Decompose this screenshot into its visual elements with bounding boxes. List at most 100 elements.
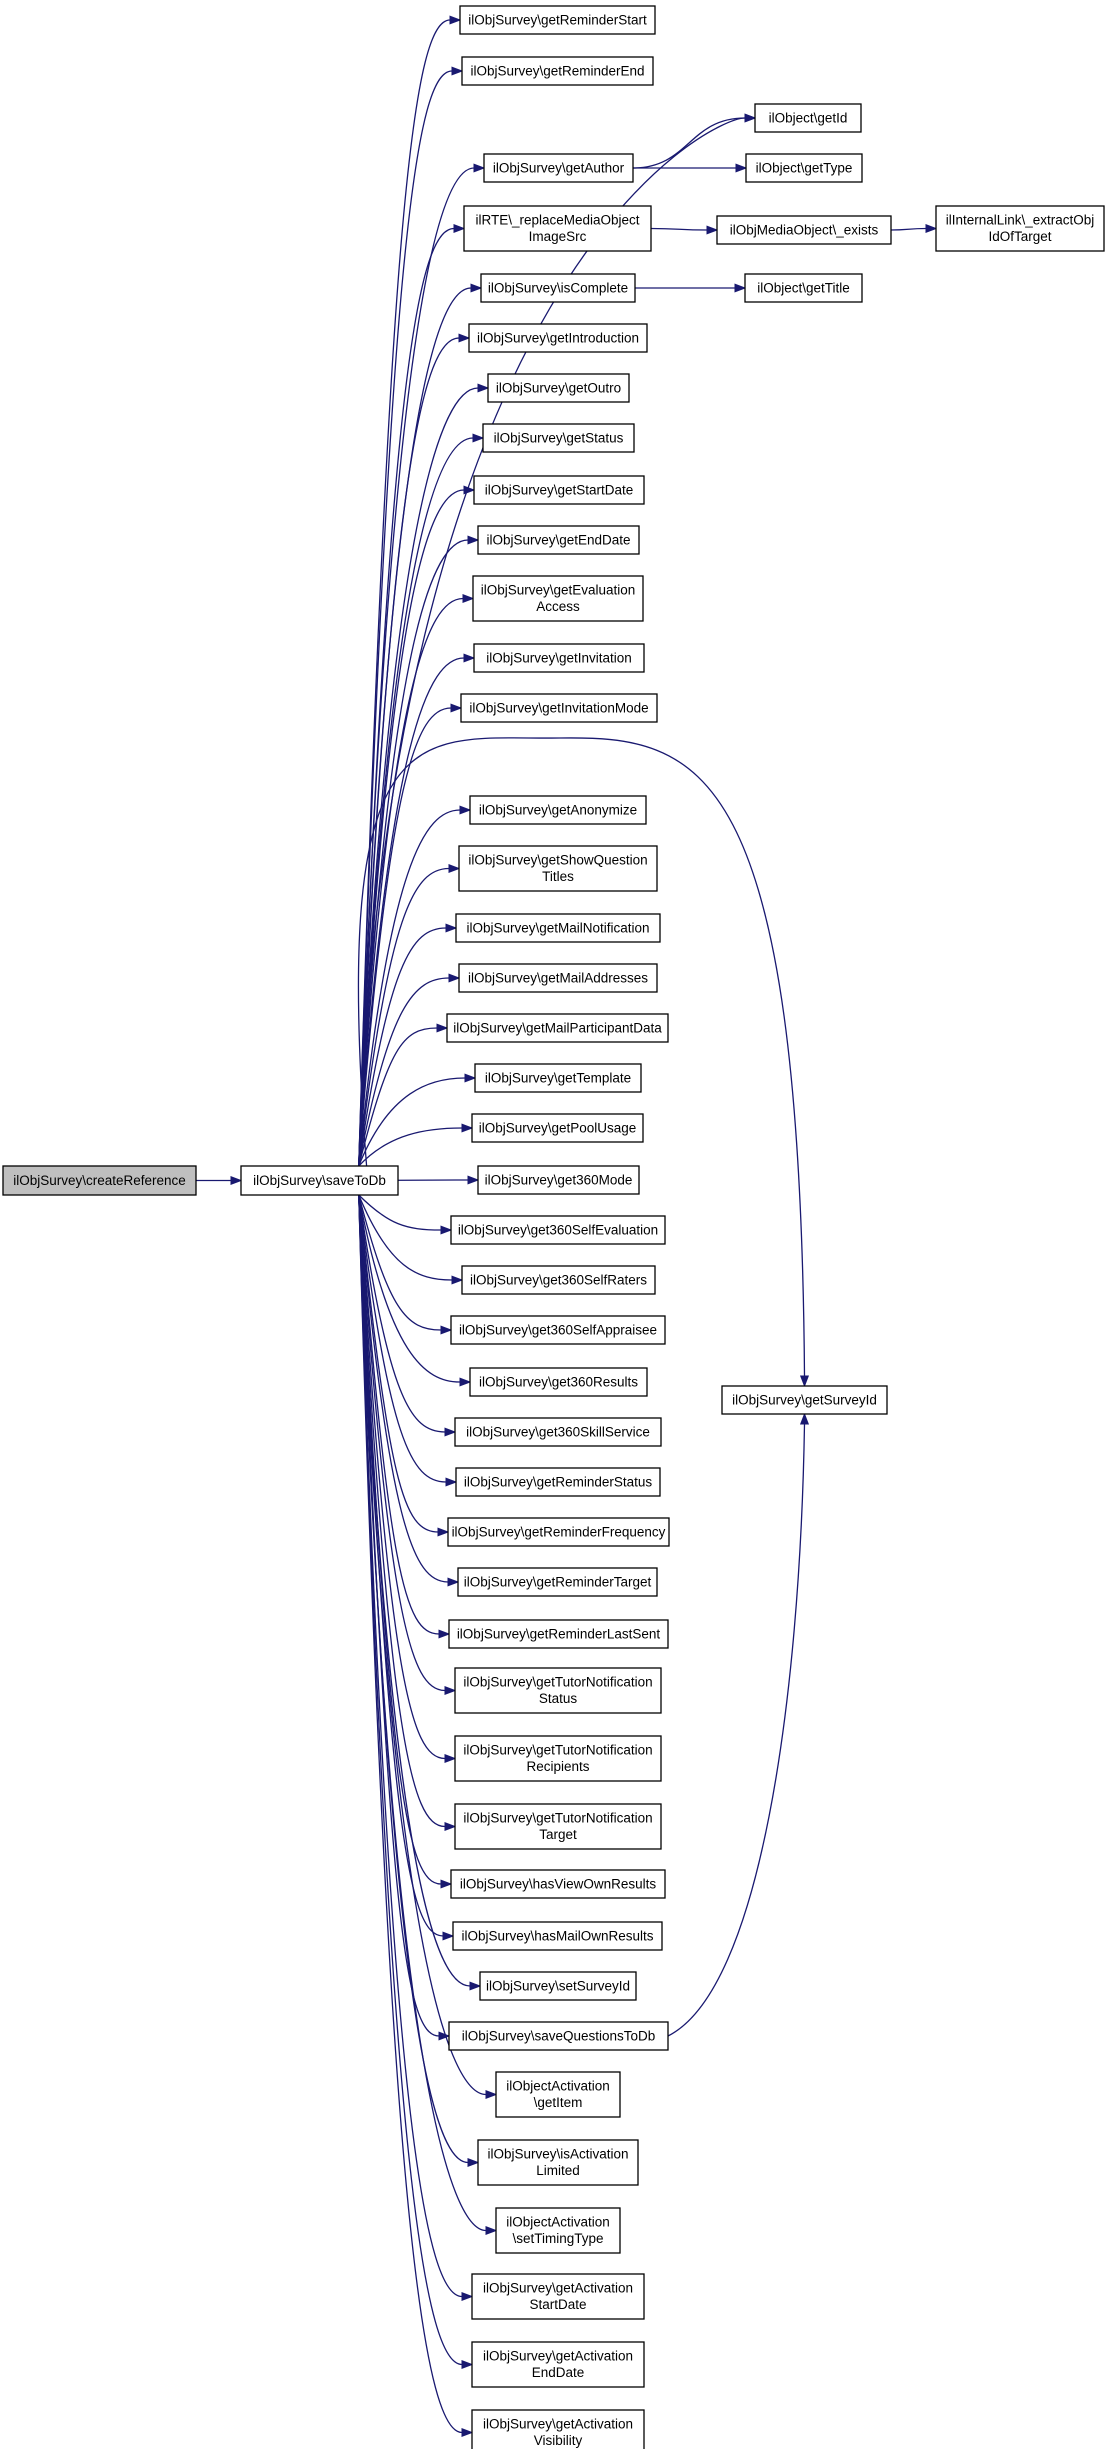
node-box (455, 1467, 661, 1497)
edge-line (358, 1194, 449, 1583)
edge-n5-n6 (633, 163, 748, 173)
node-label: ilObject\getType (756, 160, 853, 175)
arrowhead (470, 283, 483, 293)
node-n12[interactable]: ilObjSurvey\getIntroduction (468, 323, 648, 353)
node-box (477, 525, 640, 555)
edge-line (358, 1194, 463, 2298)
node-n1[interactable]: ilObjSurvey\saveToDb (240, 1165, 399, 1196)
node-label: ilObjSurvey\getShowQuestion (468, 853, 647, 868)
node-n42[interactable]: ilObjSurvey\hasMailOwnResults (452, 1921, 663, 1951)
node-label: Titles (542, 869, 574, 884)
edge-line (358, 1077, 466, 1167)
node-n8[interactable]: ilObjMediaObject\_exists (716, 215, 892, 245)
edge-n1-n19 (358, 703, 463, 1167)
node-n15[interactable]: ilObjSurvey\getStartDate (473, 475, 645, 505)
node-label: ilObjSurvey\getMailParticipantData (453, 1020, 662, 1035)
node-label: ilObjSurvey\getPoolUsage (479, 1120, 637, 1135)
node-n28[interactable]: ilObjSurvey\get360Mode (477, 1165, 640, 1195)
node-n6[interactable]: ilObject\getType (745, 153, 863, 183)
node-n33[interactable]: ilObjSurvey\get360SkillService (454, 1417, 662, 1447)
node-label: ilObjSurvey\getOutro (496, 380, 621, 395)
edge-n1-n49 (358, 1194, 474, 2370)
edge-line (358, 1194, 463, 2434)
node-n21[interactable]: ilObjSurvey\getAnonymize (469, 795, 647, 825)
node-n24[interactable]: ilObjSurvey\getMailAddresses (458, 963, 658, 993)
node-n11[interactable]: ilObject\getTitle (744, 273, 863, 303)
node-n29[interactable]: ilObjSurvey\get360SelfEvaluation (450, 1215, 666, 1245)
node-n25[interactable]: ilObjSurvey\getMailParticipantData (446, 1013, 669, 1043)
node-label: ilObjSurvey\getStatus (494, 430, 624, 445)
arrowhead (444, 1821, 457, 1832)
arrowhead (450, 703, 463, 713)
node-n27[interactable]: ilObjSurvey\getPoolUsage (471, 1113, 644, 1143)
node-n34[interactable]: ilObjSurvey\getReminderStatus (455, 1467, 661, 1497)
edge-line (358, 1194, 461, 1383)
node-n41[interactable]: ilObjSurvey\hasViewOwnResults (450, 1869, 666, 1899)
edge-n1-n47 (358, 1194, 498, 2236)
node-label: ilObjSurvey\getActivation (483, 2417, 633, 2432)
node-n37[interactable]: ilObjSurvey\getReminderLastSent (448, 1619, 669, 1649)
node-label: ilObjSurvey\get360SkillService (466, 1424, 650, 1439)
arrowhead (467, 535, 480, 545)
node-n36[interactable]: ilObjSurvey\getReminderTarget (457, 1567, 658, 1597)
node-box (454, 1667, 662, 1714)
node-label: ilObjMediaObject\_exists (730, 222, 879, 237)
node-n13[interactable]: ilObjSurvey\getOutro (487, 373, 630, 403)
node-box (473, 643, 645, 673)
node-n45[interactable]: ilObjectActivation\getItem (495, 2071, 621, 2118)
node-n23[interactable]: ilObjSurvey\getMailNotification (455, 913, 661, 943)
arrowhead (438, 1629, 451, 1639)
node-n39[interactable]: ilObjSurvey\getTutorNotificationRecipien… (454, 1735, 662, 1782)
edge-n1-n13 (358, 383, 490, 1167)
node-n32[interactable]: ilObjSurvey\get360Results (469, 1367, 648, 1397)
node-n43[interactable]: ilObjSurvey\setSurveyId (479, 1971, 637, 2001)
node-label: ilObjSurvey\getTemplate (485, 1070, 631, 1085)
node-label: ilObjectActivation (506, 2079, 610, 2094)
node-label: ilObjSurvey\getEvaluation (481, 583, 636, 598)
node-n3[interactable]: ilObjSurvey\getReminderEnd (461, 56, 654, 86)
edge-n1-n36 (358, 1194, 460, 1587)
node-n2[interactable]: ilObjSurvey\getReminderStart (459, 5, 656, 35)
edge-line (358, 1194, 439, 1533)
node-n26[interactable]: ilObjSurvey\getTemplate (474, 1063, 642, 1093)
edge-n1-n21 (358, 805, 472, 1167)
edge-n44-n20 (667, 1412, 810, 2037)
arrowhead (467, 1175, 480, 1185)
node-n14[interactable]: ilObjSurvey\getStatus (482, 423, 635, 453)
node-n0[interactable]: ilObjSurvey\createReference (2, 1165, 197, 1196)
arrowhead (485, 2225, 498, 2236)
arrowhead (442, 1931, 455, 1941)
node-n10[interactable]: ilObjSurvey\isComplete (480, 273, 636, 303)
node-n31[interactable]: ilObjSurvey\get360SelfAppraisee (450, 1315, 666, 1345)
node-n18[interactable]: ilObjSurvey\getInvitation (473, 643, 645, 673)
edge-n1-n27 (358, 1123, 474, 1167)
edge-line (632, 117, 746, 169)
node-n19[interactable]: ilObjSurvey\getInvitationMode (460, 693, 658, 723)
node-n20[interactable]: ilObjSurvey\getSurveyId (721, 1385, 888, 1415)
node-n30[interactable]: ilObjSurvey\get360SelfRaters (461, 1265, 656, 1295)
node-n16[interactable]: ilObjSurvey\getEndDate (477, 525, 640, 555)
edge-n1-n38 (358, 1194, 457, 1696)
node-n44[interactable]: ilObjSurvey\saveQuestionsToDb (448, 2021, 669, 2051)
edge-line (358, 1194, 446, 1692)
node-n47[interactable]: ilObjectActivation\setTimingType (495, 2207, 621, 2254)
node-n5[interactable]: ilObjSurvey\getAuthor (483, 153, 634, 183)
edge-n1-n40 (358, 1194, 457, 1832)
edge-n1-n16 (358, 535, 480, 1167)
edge-n1-n4 (358, 113, 757, 1167)
node-n35[interactable]: ilObjSurvey\getReminderFrequency (447, 1517, 670, 1547)
node-n4[interactable]: ilObject\getId (754, 103, 862, 133)
edge-n1-n18 (358, 653, 476, 1167)
node-label: Status (539, 1691, 578, 1706)
node-label: ilObjSurvey\getAuthor (493, 160, 625, 175)
